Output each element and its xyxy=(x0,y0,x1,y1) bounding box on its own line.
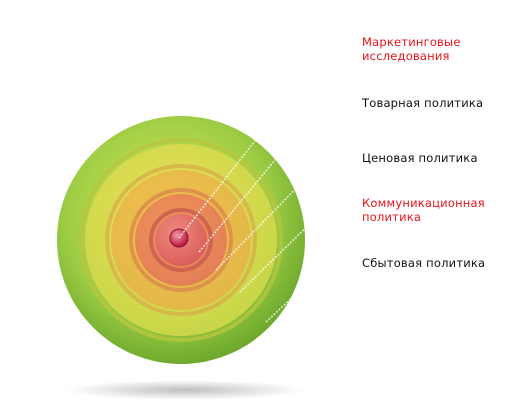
layer-label-marketing-research: Маркетинговые исследования xyxy=(362,35,461,63)
label-line: исследования xyxy=(362,49,450,63)
label-line: Коммуникационная xyxy=(362,196,485,210)
ring-edge-1 xyxy=(79,138,283,342)
ring-edge-4 xyxy=(149,208,213,272)
label-line: Товарная политика xyxy=(362,96,484,110)
layer-label-distribution-policy: Сбытовая политика xyxy=(362,256,485,270)
leader-line-0 xyxy=(178,45,355,239)
label-line: Сбытовая политика xyxy=(362,256,486,270)
layer-label-price-policy: Ценовая политика xyxy=(362,151,478,165)
ring-edge-2 xyxy=(105,164,257,316)
layer-label-communication-policy: Коммуникационная политика xyxy=(362,196,485,224)
ring-edge-3 xyxy=(129,188,233,292)
leader-line-1 xyxy=(198,101,355,253)
label-line: политика xyxy=(362,210,422,224)
label-line: Маркетинговые xyxy=(362,35,461,49)
leader-line-4 xyxy=(265,261,355,323)
leader-line-2 xyxy=(215,157,355,271)
disc-shadow xyxy=(65,380,305,400)
label-line: Ценовая политика xyxy=(362,151,478,165)
layer-label-product-policy: Товарная политика xyxy=(362,96,483,110)
